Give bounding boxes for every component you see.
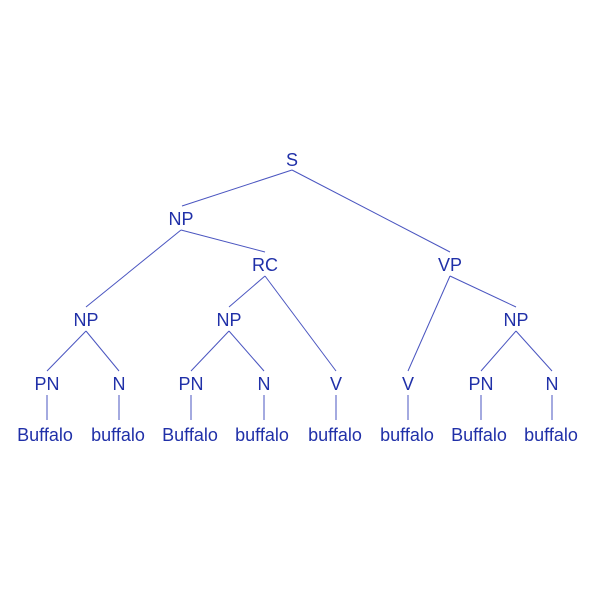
node-v: V [402, 374, 414, 394]
node-np: NP [216, 310, 241, 330]
leaf-word: Buffalo [451, 425, 507, 445]
edge-vp-v [407, 275, 451, 372]
tree-nodes: S NP RC VP NP NP NP PN N PN N V V PN N [34, 150, 558, 394]
node-v: V [330, 374, 342, 394]
edge-np-pn [480, 330, 517, 372]
leaf-word: Buffalo [17, 425, 73, 445]
leaf-word: buffalo [91, 425, 145, 445]
edge-np-pn [46, 330, 87, 372]
node-np: NP [503, 310, 528, 330]
leaf-word: buffalo [524, 425, 578, 445]
edge-rc-v [264, 275, 337, 372]
node-rc: RC [252, 255, 278, 275]
edge-s-np [181, 169, 293, 207]
node-n: N [113, 374, 126, 394]
edge-np-rc [180, 229, 266, 253]
node-pn: PN [178, 374, 203, 394]
leaf-word: buffalo [308, 425, 362, 445]
node-n: N [258, 374, 271, 394]
edge-s-vp [291, 169, 451, 253]
tree-edges [46, 169, 553, 420]
node-pn: PN [34, 374, 59, 394]
edge-np-np [85, 229, 182, 308]
leaf-word: buffalo [380, 425, 434, 445]
edge-np-n [85, 330, 120, 372]
edge-np-pn [190, 330, 230, 372]
edge-vp-np [449, 275, 517, 308]
node-s: S [286, 150, 298, 170]
node-np: NP [73, 310, 98, 330]
edge-rc-np [228, 275, 266, 308]
leaf-word: buffalo [235, 425, 289, 445]
leaf-word: Buffalo [162, 425, 218, 445]
edge-np-n [228, 330, 265, 372]
node-pn: PN [468, 374, 493, 394]
tree-leaves: Buffalo buffalo Buffalo buffalo buffalo … [17, 425, 578, 445]
node-n: N [546, 374, 559, 394]
node-vp: VP [438, 255, 462, 275]
node-np: NP [168, 209, 193, 229]
edge-np-n [515, 330, 553, 372]
